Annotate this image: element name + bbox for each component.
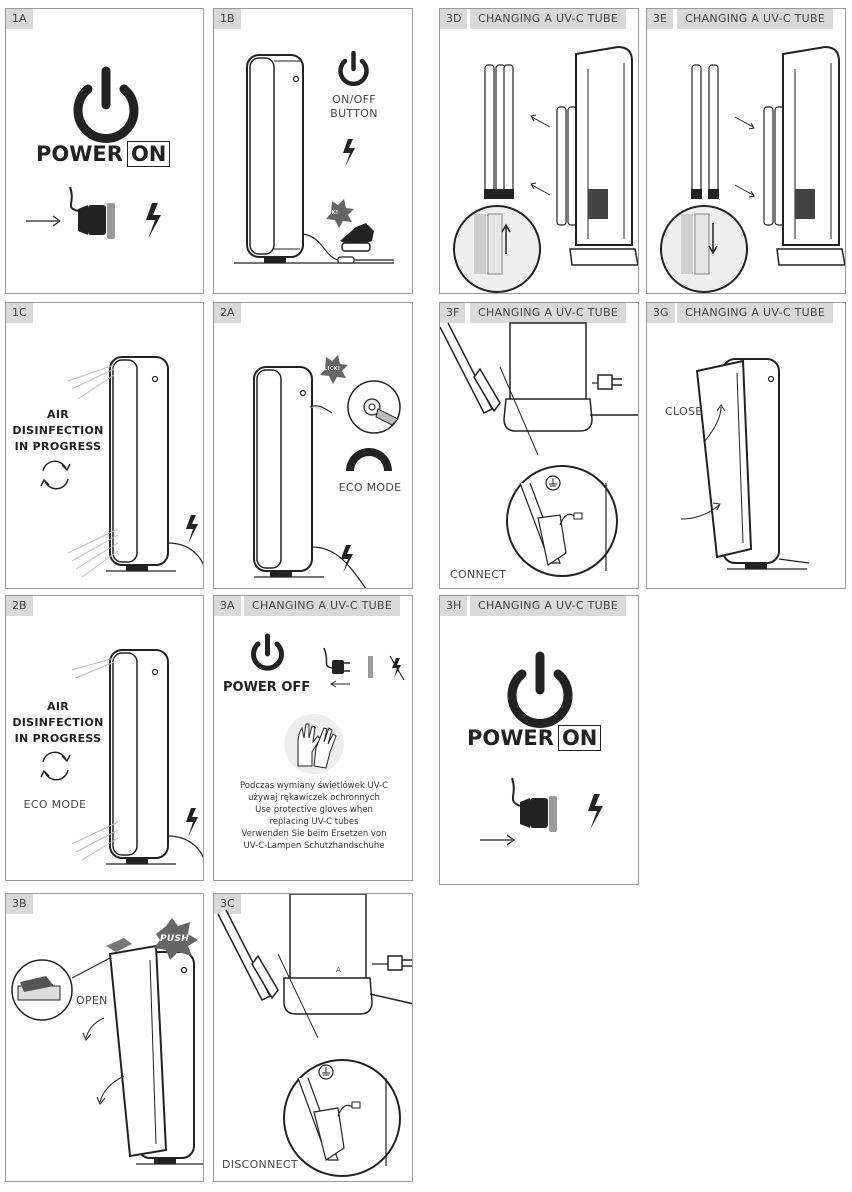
panel-3g: 3G CHANGING A UV-C TUBE CLOSE: [646, 302, 846, 589]
panel-3f: 3F CHANGING A UV-C TUBE CONNECT: [439, 302, 639, 589]
eco-half-circle-icon: [346, 448, 392, 471]
gloves-warning-text: Podczas wymiany świetlówek UV-C używaj r…: [239, 781, 389, 851]
rotate-arrows-icon: [40, 460, 71, 490]
lightning-icon: [341, 545, 353, 573]
eco-mode-label: ECO MODE: [338, 481, 402, 494]
lightning-icon: [186, 808, 198, 837]
disinfection-status: AIR DISINFECTION IN PROGRESS: [12, 408, 104, 453]
panel-title: CHANGING A UV-C TUBE: [677, 303, 834, 323]
panel-id: 3G: [647, 303, 675, 323]
panel-id: 3D: [440, 9, 468, 29]
panel-id: 3E: [647, 9, 673, 29]
power-symbol-icon: [251, 633, 284, 671]
panel-3e: 3E CHANGING A UV-C TUBE: [646, 8, 846, 294]
disconnect-wire-illustration: [217, 894, 412, 1177]
click-badge-icon: [320, 355, 348, 384]
eco-mode-label: ECO MODE: [23, 798, 87, 811]
panel-title: CHANGING A UV-C TUBE: [470, 303, 627, 323]
push-badge-icon: [154, 918, 198, 960]
lightning-icon: [588, 794, 603, 830]
lightning-icon: [343, 139, 355, 167]
disinfection-status: AIR DISINFECTION IN PROGRESS: [12, 700, 104, 745]
unplug-illustration: [323, 647, 405, 688]
panel-1b: 1B ON/OFF BUTTON CLICK!: [213, 8, 413, 294]
uv-tube-removal-illustration: [453, 45, 638, 293]
close-cover-illustration: [680, 358, 810, 570]
panel-title: CHANGING A UV-C TUBE: [244, 596, 401, 616]
panel-3b: 3B PUSH OPEN: [5, 893, 204, 1182]
close-label: CLOSE: [665, 405, 703, 418]
panel-id: 3C: [214, 894, 241, 914]
panel-id: 3B: [6, 894, 33, 914]
panel-id: 3H: [440, 596, 468, 616]
power-symbol-icon: [73, 66, 139, 143]
connect-label: CONNECT: [450, 568, 507, 581]
panel-1c: 1C AIR DISINFECTION IN PROGRESS: [5, 302, 204, 589]
click-badge: CLICK!: [318, 210, 339, 216]
click-label: CLICK!: [320, 366, 341, 372]
panel-3a: 3A CHANGING A UV-C TUBE POWER OFF Podcza…: [213, 595, 413, 881]
device-side-view: [67, 356, 203, 578]
on-off-button-label: ON/OFF BUTTON: [330, 93, 378, 120]
device-side-view: [234, 54, 394, 264]
power-symbol-icon: [338, 50, 369, 87]
plug-in-illustration: [26, 186, 115, 239]
push-label: PUSH: [160, 934, 190, 944]
panel-2b: 2B AIR DISINFECTION IN PROGRESS ECO MODE: [5, 595, 204, 881]
disconnect-label: DISCONNECT: [222, 1158, 298, 1171]
ground-symbol-icon: [318, 1064, 334, 1080]
uv-tube-insertion-illustration: [660, 45, 845, 293]
panel-id: 2A: [214, 303, 241, 323]
open-label: OPEN: [76, 994, 108, 1007]
panel-title: CHANGING A UV-C TUBE: [470, 596, 627, 616]
device-marking: A: [336, 966, 342, 974]
power-off-label: POWER OFF: [223, 680, 311, 695]
panel-2a: 2A CLICK! ECO MODE: [213, 302, 413, 589]
gloves-icon: [284, 714, 344, 774]
panel-id: 2B: [6, 596, 33, 616]
open-cover-illustration: [11, 938, 203, 1165]
panel-3d: 3D CHANGING A UV-C TUBE: [439, 8, 639, 294]
panel-id: 1A: [6, 9, 33, 29]
foot-switch-illustration: [326, 199, 394, 264]
connect-wire-illustration: [440, 322, 638, 577]
panel-title: CHANGING A UV-C TUBE: [677, 9, 834, 29]
panel-id: 1B: [214, 9, 241, 29]
plug-in-illustration: [480, 777, 557, 846]
ground-symbol-icon: [545, 475, 561, 491]
device-side-view: [253, 366, 367, 588]
eco-button-inset: [347, 380, 401, 434]
panel-id: 1C: [6, 303, 33, 323]
lightning-icon: [186, 515, 198, 544]
rotate-arrows-icon: [40, 751, 71, 781]
panel-id: 3F: [440, 303, 466, 323]
device-side-view: [71, 649, 203, 865]
panel-3c: 3C A DISCONNECT: [213, 893, 413, 1182]
power-symbol-icon: [507, 651, 573, 728]
panel-id: 3A: [214, 596, 241, 616]
panel-title: CHANGING A UV-C TUBE: [470, 9, 627, 29]
lightning-icon: [146, 203, 161, 239]
